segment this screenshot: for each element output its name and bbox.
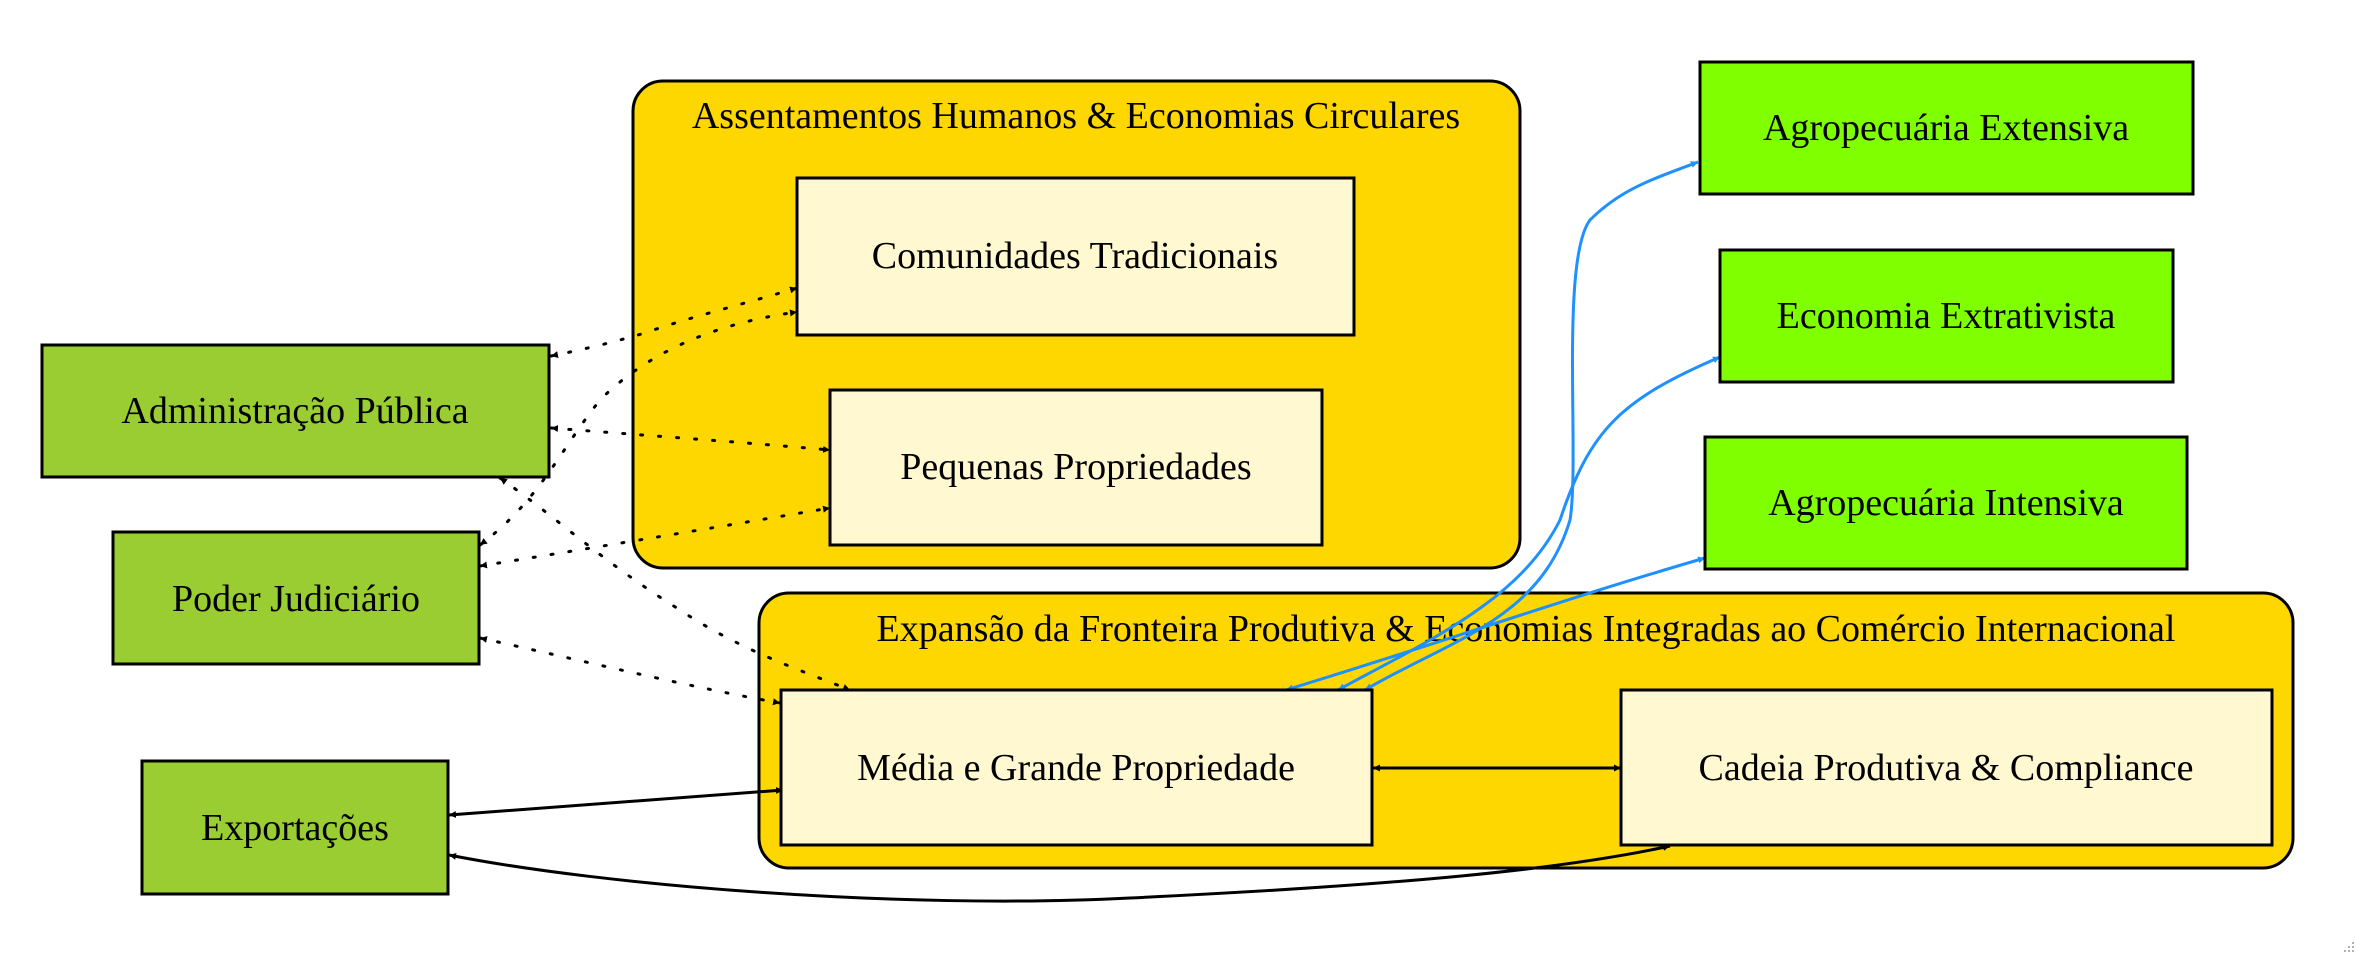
node-agro-extensiva-box[interactable] <box>1698 60 2195 196</box>
node-administracao-label: Administração Pública <box>121 390 468 432</box>
node-pequenas-label: Pequenas Propriedades <box>900 446 1251 488</box>
node-exportacoes-box[interactable] <box>140 759 450 896</box>
node-cadeia-box[interactable] <box>1619 688 2274 847</box>
node-exportacoes[interactable]: Exportações <box>140 759 450 896</box>
node-extrativista[interactable]: Economia Extrativista <box>1718 248 2175 384</box>
node-cadeia-label: Cadeia Produtiva & Compliance <box>1699 747 2194 789</box>
node-agro-extensiva-label: Agropecuária Extensiva <box>1763 107 2129 149</box>
node-judiciario-box[interactable] <box>111 530 481 666</box>
node-extrativista-box[interactable] <box>1718 248 2175 384</box>
node-judiciario[interactable]: Poder Judiciário <box>111 530 481 666</box>
node-agro-intensiva-label: Agropecuária Intensiva <box>1768 482 2124 524</box>
node-pequenas[interactable]: Pequenas Propriedades <box>828 388 1324 547</box>
edge-exportacoes-media-grande <box>448 787 784 818</box>
node-agro-intensiva-box[interactable] <box>1703 435 2189 571</box>
node-comunidades-label: Comunidades Tradicionais <box>872 235 1278 277</box>
node-administracao-box[interactable] <box>40 343 551 479</box>
node-extrativista-label: Economia Extrativista <box>1777 295 2116 337</box>
node-cadeia[interactable]: Cadeia Produtiva & Compliance <box>1619 688 2274 847</box>
cluster-assentamentos-label: Assentamentos Humanos & Economias Circul… <box>692 95 1460 137</box>
node-media-grande[interactable]: Média e Grande Propriedade <box>779 688 1374 847</box>
node-judiciario-label: Poder Judiciário <box>172 578 420 620</box>
node-comunidades-box[interactable] <box>795 176 1356 337</box>
node-exportacoes-label: Exportações <box>201 807 389 849</box>
edge-judiciario-media-grande <box>478 636 782 706</box>
node-agro-intensiva[interactable]: Agropecuária Intensiva <box>1703 435 2189 571</box>
edge-media-grande-agro-intensiva <box>1285 556 1706 692</box>
node-administracao[interactable]: Administração Pública <box>40 343 551 479</box>
node-pequenas-box[interactable] <box>828 388 1324 547</box>
node-agro-extensiva[interactable]: Agropecuária Extensiva <box>1698 60 2195 196</box>
node-media-grande-label: Média e Grande Propriedade <box>857 747 1295 789</box>
node-media-grande-box[interactable] <box>779 688 1374 847</box>
edge-exportacoes-cadeia <box>448 844 1671 903</box>
resize-grip-icon[interactable] <box>2336 934 2356 954</box>
edges <box>448 160 1721 903</box>
node-comunidades[interactable]: Comunidades Tradicionais <box>795 176 1356 337</box>
